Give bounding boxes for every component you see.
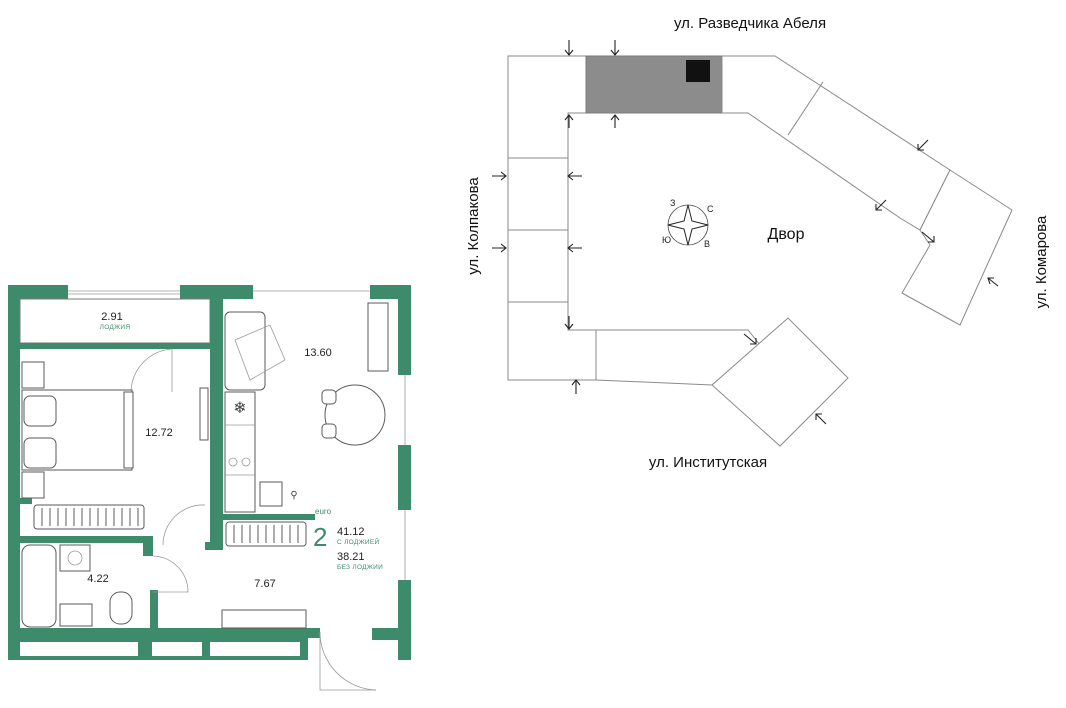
wall-bath-top [20, 536, 150, 543]
bedroom-radiator [33, 504, 145, 530]
bedroom-loggia-door [130, 348, 173, 393]
bathtub [21, 544, 57, 628]
compass-north: С [707, 204, 714, 214]
apartment-floorplan: ❄ ⚲ 2.91 ЛОДЖИЯ 12.72 13.60 4.22 7.67 [8, 285, 411, 691]
kitchen-area-value: 13.60 [304, 347, 332, 359]
loggia-label: ЛОДЖИЯ [100, 324, 131, 331]
compass-west: З [670, 198, 675, 208]
nightstand-top [21, 361, 45, 389]
fridge-icon: ❄ [233, 400, 246, 417]
toilet [109, 591, 133, 625]
area-with-loggia: 41.12 [337, 526, 365, 538]
pin-icon: ⚲ [290, 490, 297, 501]
area-without-loggia: 38.21 [337, 551, 365, 563]
washbasin [59, 603, 93, 627]
compass-rose: С В Ю З [662, 198, 714, 249]
wall-bath-right [150, 590, 158, 630]
hallway-wardrobe [221, 609, 307, 629]
wall-bedroom-kitchen [210, 299, 223, 549]
wall-right-upper [398, 285, 411, 375]
wall-entrance-right [372, 628, 411, 640]
kitchen-counter [224, 391, 256, 513]
nightstand-bottom [21, 471, 45, 499]
bedroom-door-swing [162, 504, 206, 546]
pillow-1 [23, 395, 57, 427]
courtyard-label: Двор [768, 226, 805, 243]
pillow-2 [23, 437, 57, 469]
bathroom-area-value: 4.22 [87, 573, 108, 585]
wall-top-left [8, 285, 68, 299]
washing-machine-drum [67, 550, 83, 566]
site-plan: С В Ю З Двор ул. Разведчика Абеля ул. Ин… [465, 15, 1050, 471]
bed-footboard [123, 391, 134, 469]
street-west: ул. Колпакова [465, 177, 482, 275]
building-left-wing [507, 55, 597, 381]
wall-hall-stub [205, 542, 223, 550]
washing-machine [59, 544, 91, 572]
highlighted-apartment [686, 60, 710, 82]
building-east-wing [721, 55, 951, 231]
chair-1 [321, 389, 337, 405]
kitchen-sink [259, 481, 283, 507]
compass-east: В [704, 239, 710, 249]
wall-left [8, 285, 20, 640]
wall-right-middle [398, 445, 411, 510]
tv-stand [367, 302, 389, 372]
sofa [224, 311, 266, 391]
hallway-area-value: 7.67 [254, 578, 275, 590]
bedroom-wardrobe [199, 387, 209, 441]
wall-kitchen-bottom [220, 514, 315, 520]
street-north: ул. Разведчика Абеля [674, 15, 826, 32]
wall-right-lower [398, 580, 411, 660]
entrance-arrows [492, 40, 999, 425]
bedroom-area-value: 12.72 [145, 427, 173, 439]
bottom-window-2 [152, 642, 202, 656]
building-east-end [901, 169, 1013, 326]
dining-table [324, 384, 386, 446]
bottom-window-3 [210, 642, 300, 656]
apartment-type-label: euro [315, 507, 332, 516]
street-east: ул. Комарова [1033, 215, 1050, 308]
stove-burner-2 [241, 457, 251, 467]
loggia-area [19, 298, 211, 344]
bottom-window-1 [20, 642, 138, 656]
without-loggia-label: БЕЗ ЛОДЖИИ [337, 564, 383, 571]
with-loggia-label: С ЛОДЖИЕЙ [337, 537, 379, 546]
entrance-door-swing [319, 631, 377, 691]
street-south: ул. Институтская [649, 454, 767, 471]
bottom-vent [130, 646, 134, 650]
loggia-area-value: 2.91 [101, 311, 122, 323]
rooms-count: 2 [313, 522, 327, 552]
east-wing-divider [787, 81, 824, 136]
stove-burner-1 [228, 457, 238, 467]
wall-bottom [8, 628, 320, 638]
building-south-east [711, 317, 849, 447]
bathroom-door-swing [152, 555, 189, 593]
entrance-door [319, 632, 376, 691]
chair-2 [321, 423, 337, 439]
sofa-figure [234, 324, 286, 381]
wall-top-middle [180, 285, 253, 299]
compass-south: Ю [662, 235, 671, 245]
wall-bath-corner [143, 536, 153, 556]
wall-loggia-bottom [20, 343, 210, 349]
wall-stub-1 [20, 498, 32, 504]
